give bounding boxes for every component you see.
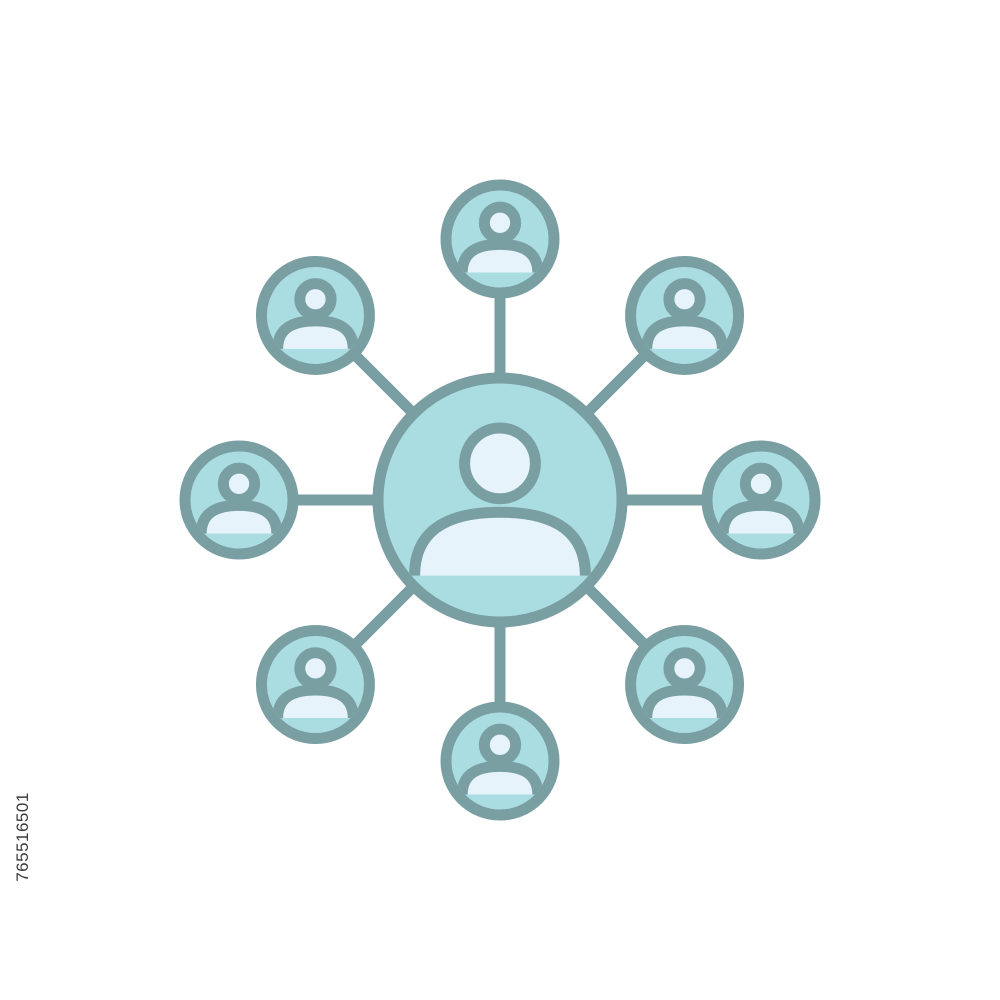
person-body xyxy=(641,315,728,350)
stock-id-text: 765516501 xyxy=(13,792,32,882)
peripheral-node-2 xyxy=(625,255,745,375)
person-body xyxy=(272,315,359,350)
person-icon xyxy=(456,723,544,795)
person-icon xyxy=(717,462,805,534)
person-head xyxy=(459,422,541,505)
node-circle-outline xyxy=(701,440,821,560)
person-icon xyxy=(272,278,359,350)
peripheral-node-3 xyxy=(701,440,821,560)
connector-line xyxy=(348,580,420,652)
person-head xyxy=(294,278,337,321)
central-node xyxy=(372,372,628,628)
node-circle-outline xyxy=(255,625,375,745)
person-head xyxy=(663,278,706,321)
peripheral-node-6 xyxy=(255,625,375,745)
node-circle-outline xyxy=(255,255,375,375)
peripheral-node-4 xyxy=(625,625,745,745)
person-body xyxy=(641,684,728,719)
peripheral-node-8 xyxy=(255,255,375,375)
person-body xyxy=(456,760,544,795)
person-body xyxy=(717,499,805,534)
person-head xyxy=(663,647,706,690)
person-body xyxy=(272,684,359,719)
person-head xyxy=(478,201,522,244)
person-icon xyxy=(641,647,728,719)
person-icon xyxy=(409,422,591,576)
person-icon xyxy=(272,647,359,719)
connector-line xyxy=(348,348,420,420)
person-head xyxy=(217,462,261,505)
node-circle-outline xyxy=(440,701,560,821)
person-head xyxy=(478,723,522,766)
connector-line xyxy=(580,580,652,652)
connector-line xyxy=(580,348,652,420)
peripheral-node-7 xyxy=(179,440,299,560)
person-head xyxy=(739,462,783,505)
peripheral-node-1 xyxy=(440,179,560,299)
person-body xyxy=(195,499,283,534)
connector-lines xyxy=(287,287,713,713)
person-icon xyxy=(456,201,544,273)
node-circle-outline xyxy=(179,440,299,560)
person-icon xyxy=(195,462,283,534)
node-circle-outline xyxy=(372,372,628,628)
network-nodes xyxy=(179,179,821,821)
node-circle-outline xyxy=(440,179,560,299)
node-circle-outline xyxy=(625,255,745,375)
peripheral-node-5 xyxy=(440,701,560,821)
person-body xyxy=(456,238,544,273)
person-icon xyxy=(641,278,728,350)
person-body xyxy=(409,506,591,576)
person-head xyxy=(294,647,337,690)
node-circle-outline xyxy=(625,625,745,745)
